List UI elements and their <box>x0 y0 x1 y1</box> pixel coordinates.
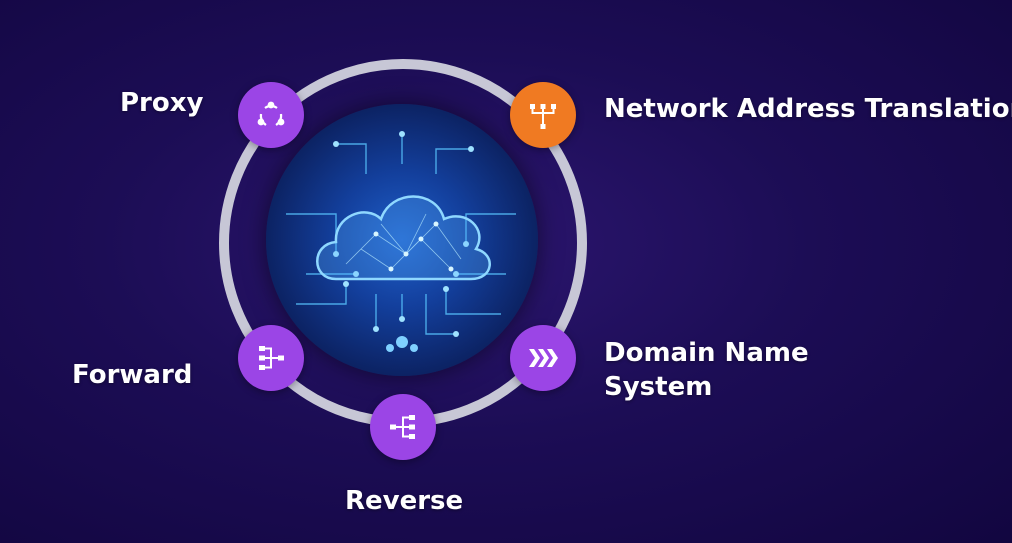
proxy-node <box>238 82 304 148</box>
nat-label: Network Address Translation <box>604 94 1012 124</box>
proxy-label: Proxy <box>120 88 204 118</box>
dns-node <box>510 325 576 391</box>
network-hierarchy-icon <box>530 104 556 129</box>
reverse-label: Reverse <box>345 486 464 516</box>
reverse-node <box>370 394 436 460</box>
share-nodes-icon <box>257 101 285 126</box>
reverse-tree-icon <box>390 415 415 439</box>
forward-label: Forward <box>72 360 193 390</box>
cloud-network-image <box>266 104 538 376</box>
triple-chevron-right-icon <box>529 349 558 367</box>
forward-node <box>238 325 304 391</box>
nat-node <box>510 82 576 148</box>
forward-tree-icon <box>259 346 284 370</box>
dns-label-line1: Domain Name <box>604 338 809 368</box>
cloud-network-icon <box>286 131 516 352</box>
dns-label-line2: System <box>604 372 713 402</box>
